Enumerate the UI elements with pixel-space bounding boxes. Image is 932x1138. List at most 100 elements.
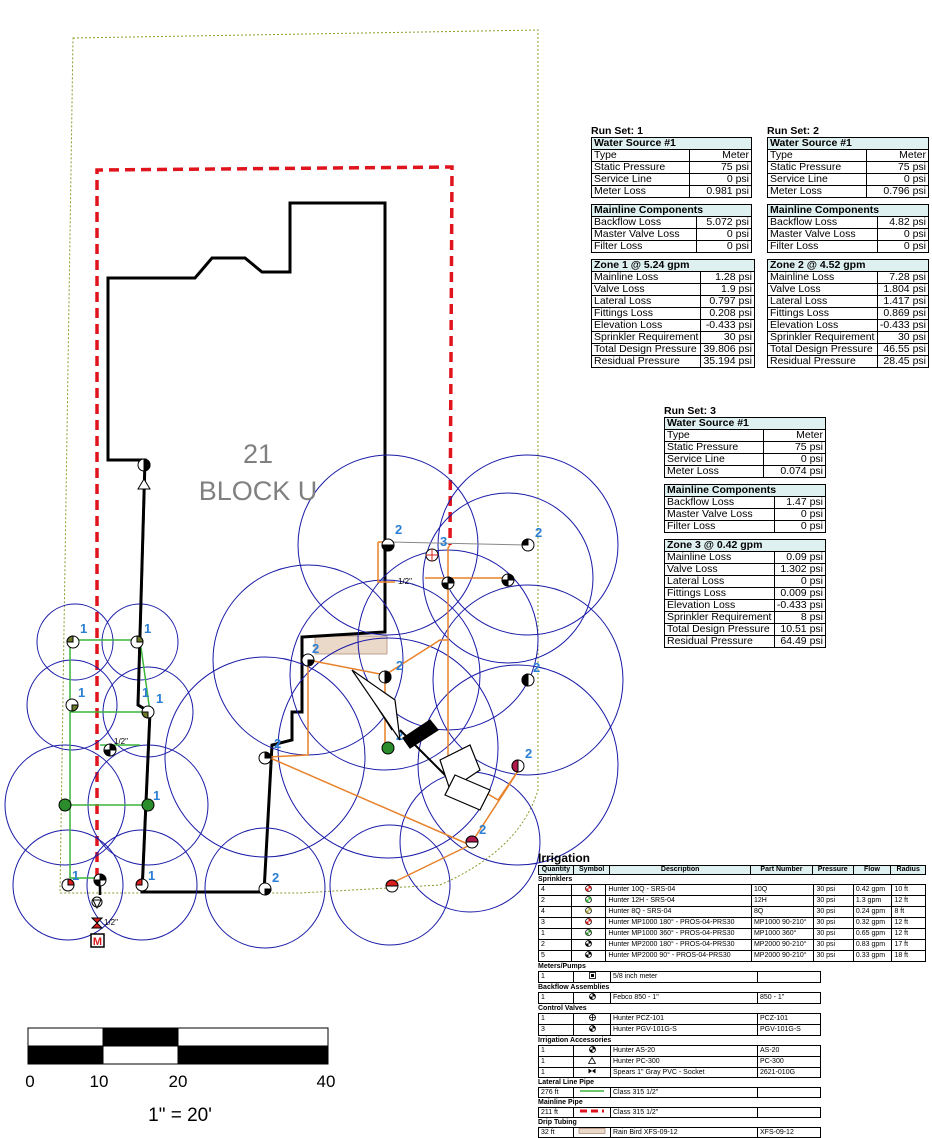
value: 0.797 psi <box>700 295 755 308</box>
legend-cell: 4 <box>538 884 572 896</box>
zone-label: 2 <box>535 525 542 540</box>
legend-cell: MP1000 90-210° <box>750 917 815 929</box>
col-header: Symbol <box>572 865 611 875</box>
building-outline <box>106 201 387 894</box>
legend-cell: MP2000 90-210° <box>750 939 815 951</box>
zone-label: 2 <box>274 736 281 751</box>
label: Type <box>590 149 691 162</box>
legend-cell: MP1000 360° <box>750 928 815 940</box>
label: Residual Pressure <box>590 355 702 368</box>
green-line-icon <box>573 1087 611 1098</box>
legend-cell: 850 - 1" <box>757 992 821 1004</box>
label: Elevation Loss <box>664 599 775 612</box>
legend-cell <box>757 1087 821 1098</box>
value: 4.82 psi <box>877 216 929 229</box>
valve-half-icon <box>573 1024 611 1036</box>
value: 1.28 psi <box>700 271 755 284</box>
value: 0 psi <box>695 240 753 253</box>
value: 46.55 psi <box>876 343 930 356</box>
col-header: Pressure <box>811 865 854 875</box>
legend-cell: 17 ft <box>891 939 926 951</box>
legend-cell: 30 psi <box>813 895 854 907</box>
label: Static Pressure <box>663 441 765 454</box>
value: 7.28 psi <box>876 271 930 284</box>
run-set-title: Run Set: 2 <box>767 125 819 137</box>
label: Master Valve Loss <box>766 228 879 241</box>
section-header: Water Source #1 <box>591 137 752 150</box>
label: Sprinkler Requirement <box>767 331 878 344</box>
label: Sprinkler Requirement <box>590 331 702 344</box>
value: 0.869 psi <box>876 307 930 320</box>
value: 0 psi <box>774 520 826 533</box>
legend-cell: PGV-101G-S <box>757 1024 821 1036</box>
legend-category: Drip Tubing <box>538 1119 577 1126</box>
label: Master Valve Loss <box>591 228 697 241</box>
value: 0.009 psi <box>773 587 827 600</box>
label: Total Design Pressure <box>664 623 775 636</box>
legend-cell: Class 315 1/2" <box>610 1087 758 1098</box>
zone-label: 3 <box>440 534 447 549</box>
legend-cell: 1 <box>538 1056 574 1068</box>
value: 1.804 psi <box>876 283 930 296</box>
zone-label: 1 <box>144 621 151 636</box>
value: -0.433 psi <box>876 319 930 332</box>
legend-cell: 10 ft <box>891 884 926 896</box>
label: Total Design Pressure <box>590 343 702 356</box>
col-header: Description <box>609 865 751 875</box>
value: Meter <box>763 429 826 442</box>
value: 28.45 psi <box>876 355 930 368</box>
legend-category: Meters/Pumps <box>538 963 586 970</box>
value: 75 psi <box>763 441 826 454</box>
legend-cell: Hunter 10Q - SRS-04 <box>605 884 752 896</box>
legend-cell: Hunter PGV-101G-S <box>610 1024 758 1036</box>
legend-cell: 30 psi <box>813 884 854 896</box>
legend-cell: Spears 1" Gray PVC - Socket <box>610 1067 758 1078</box>
mainline-accessories <box>90 458 151 948</box>
label: Type <box>766 149 868 162</box>
value: 30 psi <box>876 331 930 344</box>
legend-cell: 4 <box>538 906 572 918</box>
label: Backflow Loss <box>591 216 697 229</box>
label: Lateral Loss <box>767 295 878 308</box>
label: Mainline Loss <box>590 271 702 284</box>
value: 1.47 psi <box>774 496 826 509</box>
value: 0 psi <box>877 228 929 241</box>
value: 0 psi <box>689 173 752 186</box>
scale-ratio: 1" = 20' <box>148 1105 212 1126</box>
legend-cell: 12 ft <box>891 917 926 929</box>
legend-cell: Rain Bird XFS-09-12 <box>610 1127 758 1138</box>
section-header: Zone 2 @ 4.52 gpm <box>767 259 929 272</box>
legend-cell: 1 <box>538 992 574 1004</box>
legend-cell: 1 <box>538 1067 574 1078</box>
label: Lateral Loss <box>664 575 775 588</box>
value: 64.49 psi <box>773 635 827 648</box>
section-header: Mainline Components <box>664 484 826 497</box>
lot-block: BLOCK U <box>199 476 318 506</box>
value: 30 psi <box>700 331 755 344</box>
valve-plus-icon <box>573 1013 611 1025</box>
label: Service Line <box>590 173 691 186</box>
legend-cell: 12H <box>750 895 815 907</box>
legend-cell: 32 ft <box>538 1127 574 1138</box>
legend-category: Sprinklers <box>538 876 573 883</box>
section-header: Water Source #1 <box>767 137 929 150</box>
legend-cell: 10Q <box>750 884 815 896</box>
value: 0 psi <box>695 228 753 241</box>
label: Service Line <box>663 453 765 466</box>
legend-cell: Hunter PCZ-101 <box>610 1013 758 1025</box>
